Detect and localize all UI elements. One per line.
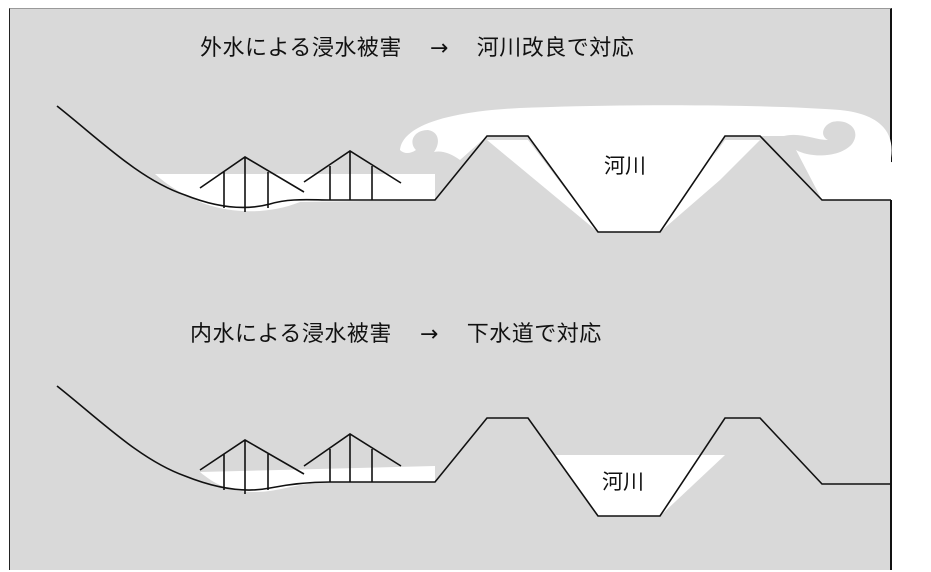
bottom-river-label: 河川 [602,470,644,494]
top-arrow: → [429,36,449,61]
bottom-response-text: 下水道で対応 [466,322,602,347]
top-river-water [487,140,760,232]
top-response-text: 河川改良で対応 [476,36,635,61]
bottom-river-water [555,455,725,516]
bottom-arrow: → [419,322,439,347]
diagram-panel [9,8,892,570]
top-lowland-flood-water [155,174,435,212]
top-house-1 [199,156,305,212]
top-house-2 [303,150,402,200]
top-river-label: 河川 [604,154,646,178]
bottom-ground-line [56,385,891,517]
bottom-house-1 [199,439,305,494]
top-ground-line [56,105,891,233]
top-scene [56,105,931,233]
bottom-scene [56,385,891,517]
bottom-caption: 内水による浸水被害 → 下水道で対応 [190,316,602,348]
top-caption: 外水による浸水被害 → 河川改良で対応 [200,30,634,62]
top-cause-text: 外水による浸水被害 [200,36,402,61]
bottom-lowland-water [200,466,435,492]
bottom-cause-text: 内水による浸水被害 [190,322,392,347]
bottom-house-2 [303,433,402,482]
top-overflow-water [400,105,931,232]
